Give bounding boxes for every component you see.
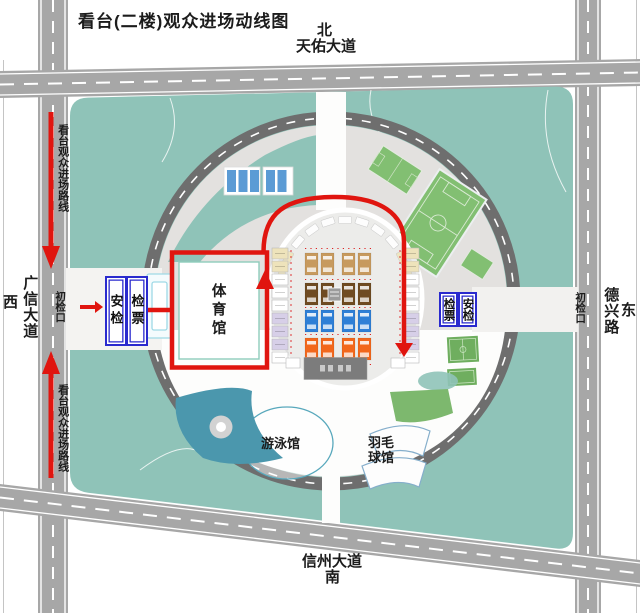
corridor-north [316,92,346,210]
stadium-seating-map [265,207,425,391]
gymnasium-label: 体育馆 [209,283,226,339]
route-arrow-down-west [42,246,60,269]
badminton-hall-label: 羽毛球馆 [368,435,395,465]
gate-east-label: 初检口 [574,292,587,324]
corridor-south [322,462,340,523]
ticket-check-east: 检票 [439,292,458,327]
road-south-xinzhou [0,484,640,587]
road-label-south: 信州大道 [302,553,363,570]
route-arrowheads [42,246,413,374]
road-label-north: 天佑大道 [296,38,357,55]
route-arrow-up-west [42,351,60,374]
compass-south: 南 [325,569,341,586]
corridor-east [472,287,578,332]
road-label-west: 广信大道 [21,275,39,339]
compass-east: 东 [621,302,637,319]
swimming-pool-shape [175,387,334,480]
stage-banner [303,357,368,380]
compass-north: 北 [317,22,333,39]
mini-field-east-1 [445,334,481,365]
seat-grid [304,252,372,361]
security-check-west: 安检 [105,276,127,346]
road-east-dexing [575,0,601,613]
soccer-field-small-upper [367,145,423,195]
gate-west-label: 初检口 [54,291,67,323]
route-lines [48,112,407,478]
entrance-structures [146,273,173,339]
seat-columns [271,247,420,369]
swimming-pool-label: 游泳馆 [261,436,301,451]
soccer-field-small-lower [460,247,494,281]
gymnasium-building [178,261,260,360]
ticket-check-west: 检票 [126,276,148,346]
route-arrow-down-stadium [395,343,413,357]
security-check-east: 安检 [458,292,477,327]
route-arrow-entry-west [95,301,103,313]
compass-west: 西 [3,294,19,311]
route-arrow-up-gym [256,270,274,289]
road-label-east: 德兴路 [602,287,620,335]
route-label-lower: 看台观众进场路线 [56,384,69,472]
badminton-shapes [361,371,458,490]
page-title: 看台(二楼)观众进场动线图 [78,12,290,31]
blue-courts [223,166,294,196]
road-north-tianyou [0,59,640,98]
route-label-upper: 看台观众进场路线 [56,124,69,212]
